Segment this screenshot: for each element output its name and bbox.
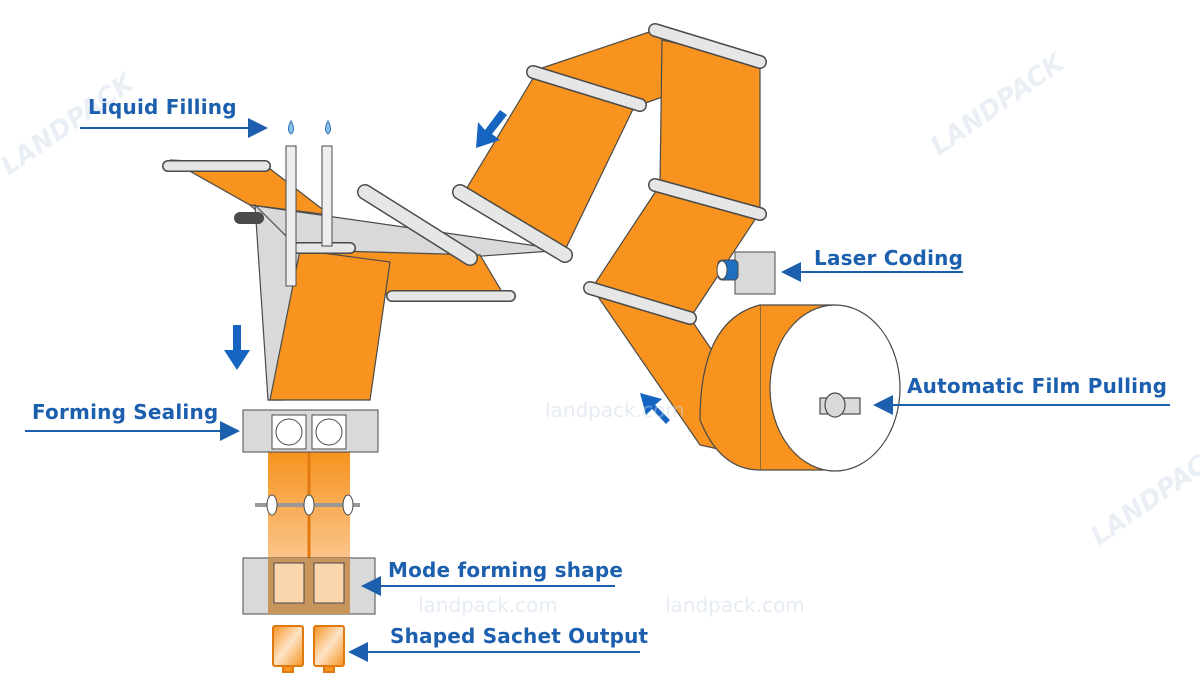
watermark-site: landpack.com [545, 398, 685, 422]
mode-forming-unit [242, 557, 376, 615]
watermark-site: landpack.com [665, 593, 805, 617]
label-mode-forming-shape: Mode forming shape [388, 558, 624, 582]
label-shaped-sachet-output: Shaped Sachet Output [390, 624, 649, 648]
label-liquid-filling: Liquid Filling [88, 95, 237, 119]
filling-pipes [285, 145, 333, 287]
label-automatic-film-pulling: Automatic Film Pulling [907, 374, 1168, 398]
direction-arrow-icon [224, 110, 670, 424]
forming-sealing-unit [242, 409, 379, 558]
film-web [169, 29, 792, 466]
label-laser-coding: Laser Coding [814, 246, 964, 270]
rollers [162, 23, 767, 325]
laser-coder-icon [716, 251, 776, 295]
sachet-output [272, 625, 345, 673]
label-pointers [25, 118, 1170, 662]
liquid-drop-icon [288, 119, 331, 135]
film-roll [699, 304, 901, 472]
watermark-site: landpack.com [418, 593, 558, 617]
label-forming-sealing: Forming Sealing [32, 400, 219, 424]
